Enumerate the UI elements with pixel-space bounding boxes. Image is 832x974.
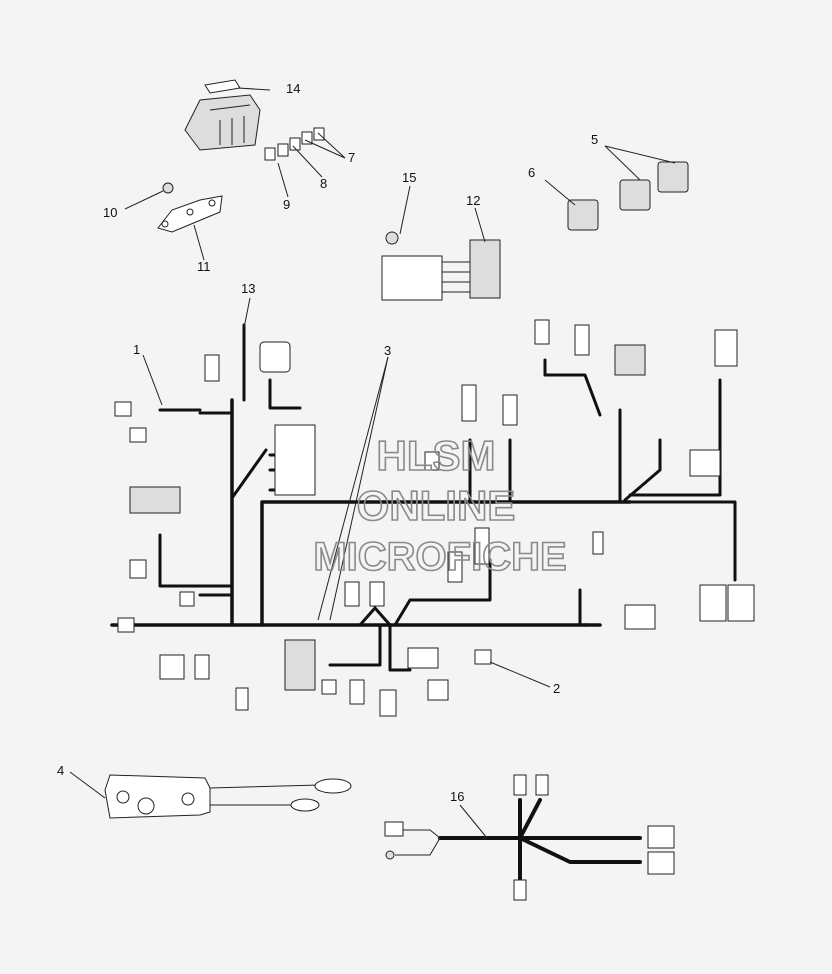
callout-10: 10: [103, 205, 117, 220]
watermark-line-1: HLSM: [377, 432, 496, 479]
control-module: [381, 231, 501, 301]
callout-7: 7: [348, 150, 355, 165]
watermark-line-3: MICROFICHE: [313, 535, 566, 579]
watermark-line-2: ONLINE: [357, 482, 516, 529]
main-harness: [110, 323, 737, 672]
callout-13: 13: [241, 281, 255, 296]
callout-15: 15: [402, 170, 416, 185]
relays: [567, 161, 689, 231]
callout-2: 2: [553, 681, 560, 696]
callout-12: 12: [466, 193, 480, 208]
callout-labels: 1 2 3 4 5 6 7 8 9 10 11 12 13 14 15 16: [57, 81, 598, 804]
callout-4: 4: [57, 763, 64, 778]
callout-1: 1: [133, 342, 140, 357]
callout-11: 11: [197, 259, 211, 274]
callout-8: 8: [320, 176, 327, 191]
connectors: [114, 319, 755, 717]
mounting-bracket: [157, 182, 223, 233]
callout-6: 6: [528, 165, 535, 180]
callout-9: 9: [283, 197, 290, 212]
callout-3: 3: [384, 343, 391, 358]
callout-14: 14: [286, 81, 300, 96]
callout-16: 16: [450, 789, 464, 804]
fuses: [264, 127, 325, 161]
auxiliary-harness: [384, 774, 675, 901]
leader-lines: [69, 87, 676, 839]
battery-cable: [104, 774, 352, 819]
callout-5: 5: [591, 132, 598, 147]
fuse-box-cover: [184, 79, 261, 151]
watermark: HLSM ONLINE MICROFICHE: [313, 431, 568, 580]
